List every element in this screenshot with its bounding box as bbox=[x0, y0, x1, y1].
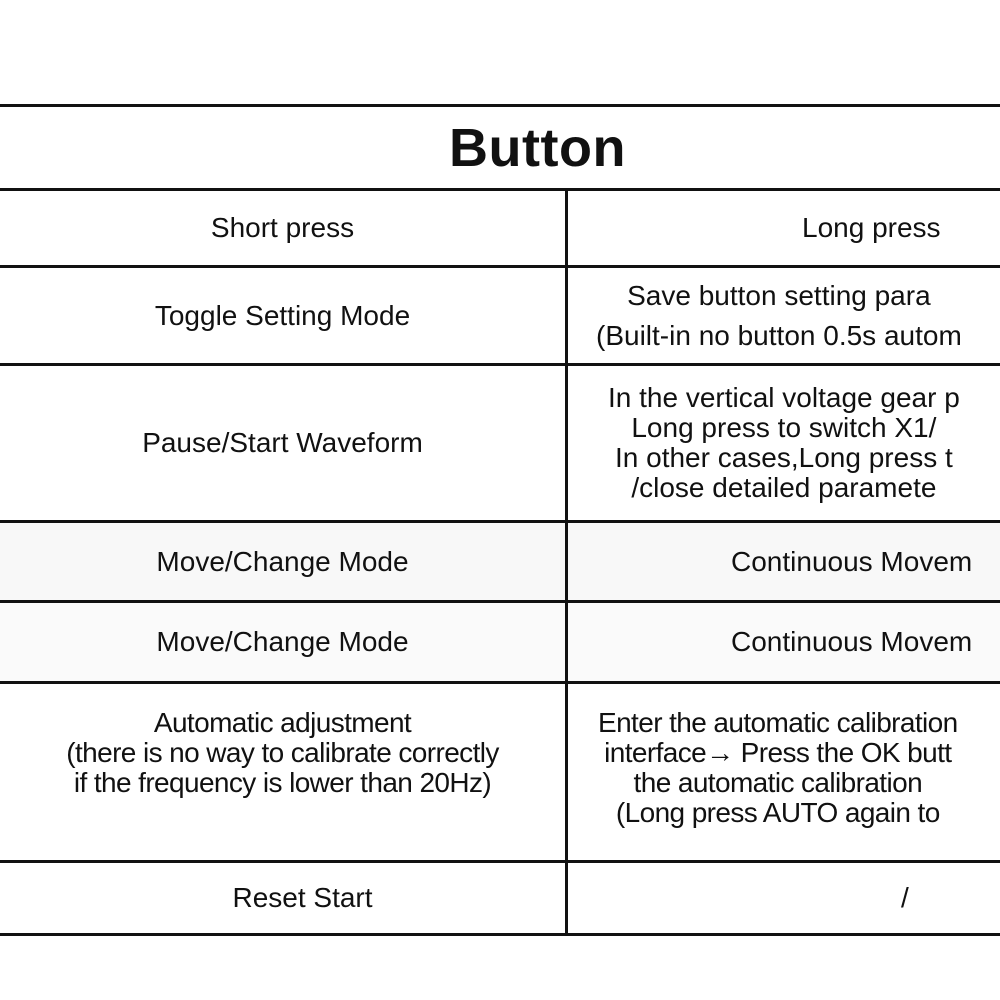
table-title: Button bbox=[449, 118, 626, 178]
row-2-long-press: In the vertical voltage gear p Long pres… bbox=[608, 382, 960, 503]
table-row-6-long: / bbox=[568, 863, 1000, 933]
title-divider bbox=[0, 188, 1000, 191]
table-row-4-long: Continuous Movem bbox=[568, 603, 1000, 681]
table-row-4-short: Move/Change Mode bbox=[0, 603, 565, 681]
table-row-6-short: Reset Start bbox=[0, 863, 565, 933]
row-divider bbox=[0, 860, 1000, 863]
row-divider bbox=[0, 681, 1000, 684]
row-4-short-press: Move/Change Mode bbox=[156, 626, 409, 657]
table-row-2-short: Pause/Start Waveform bbox=[0, 366, 565, 520]
header-long-press: Long press bbox=[568, 191, 1000, 265]
header-short-press-label: Short press bbox=[210, 212, 355, 243]
row-1-short-press: Toggle Setting Mode bbox=[154, 299, 411, 331]
header-long-press-label: Long press bbox=[802, 212, 941, 243]
row-3-long-press: Continuous Movem bbox=[731, 545, 973, 577]
row-2-short-press: Pause/Start Waveform bbox=[142, 427, 423, 458]
table-row-5-long: Enter the automatic calibration interfac… bbox=[568, 684, 1000, 860]
table-row-1-short: Toggle Setting Mode bbox=[0, 268, 565, 363]
row-divider bbox=[0, 600, 1000, 603]
row-divider bbox=[0, 520, 1000, 523]
row-5-long-press: Enter the automatic calibration interfac… bbox=[598, 707, 958, 828]
row-4-long-press: Continuous Movem bbox=[731, 626, 973, 657]
table-row-5-short: Automatic adjustment (there is no way to… bbox=[0, 684, 565, 860]
header-divider bbox=[0, 265, 1000, 268]
row-tint bbox=[0, 602, 1000, 682]
table-row-3-long: Continuous Movem bbox=[568, 523, 1000, 600]
table-row-1-long: Save button setting para (Built-in no bu… bbox=[568, 268, 1000, 363]
table-row-3-short: Move/Change Mode bbox=[0, 523, 565, 600]
row-tint bbox=[0, 522, 1000, 602]
table-bottom-border bbox=[0, 933, 1000, 936]
table-row-2-long: In the vertical voltage gear p Long pres… bbox=[568, 366, 1000, 520]
row-1-long-press: Save button setting para (Built-in no bu… bbox=[596, 279, 962, 351]
column-divider bbox=[565, 190, 568, 936]
row-6-long-press: / bbox=[901, 882, 909, 913]
row-5-short-press: Automatic adjustment (there is no way to… bbox=[66, 707, 499, 798]
header-short-press: Short press bbox=[0, 191, 565, 265]
row-6-short-press: Reset Start bbox=[232, 882, 373, 913]
row-3-short-press: Move/Change Mode bbox=[156, 545, 409, 577]
row-divider bbox=[0, 363, 1000, 366]
table-top-border bbox=[0, 104, 1000, 107]
